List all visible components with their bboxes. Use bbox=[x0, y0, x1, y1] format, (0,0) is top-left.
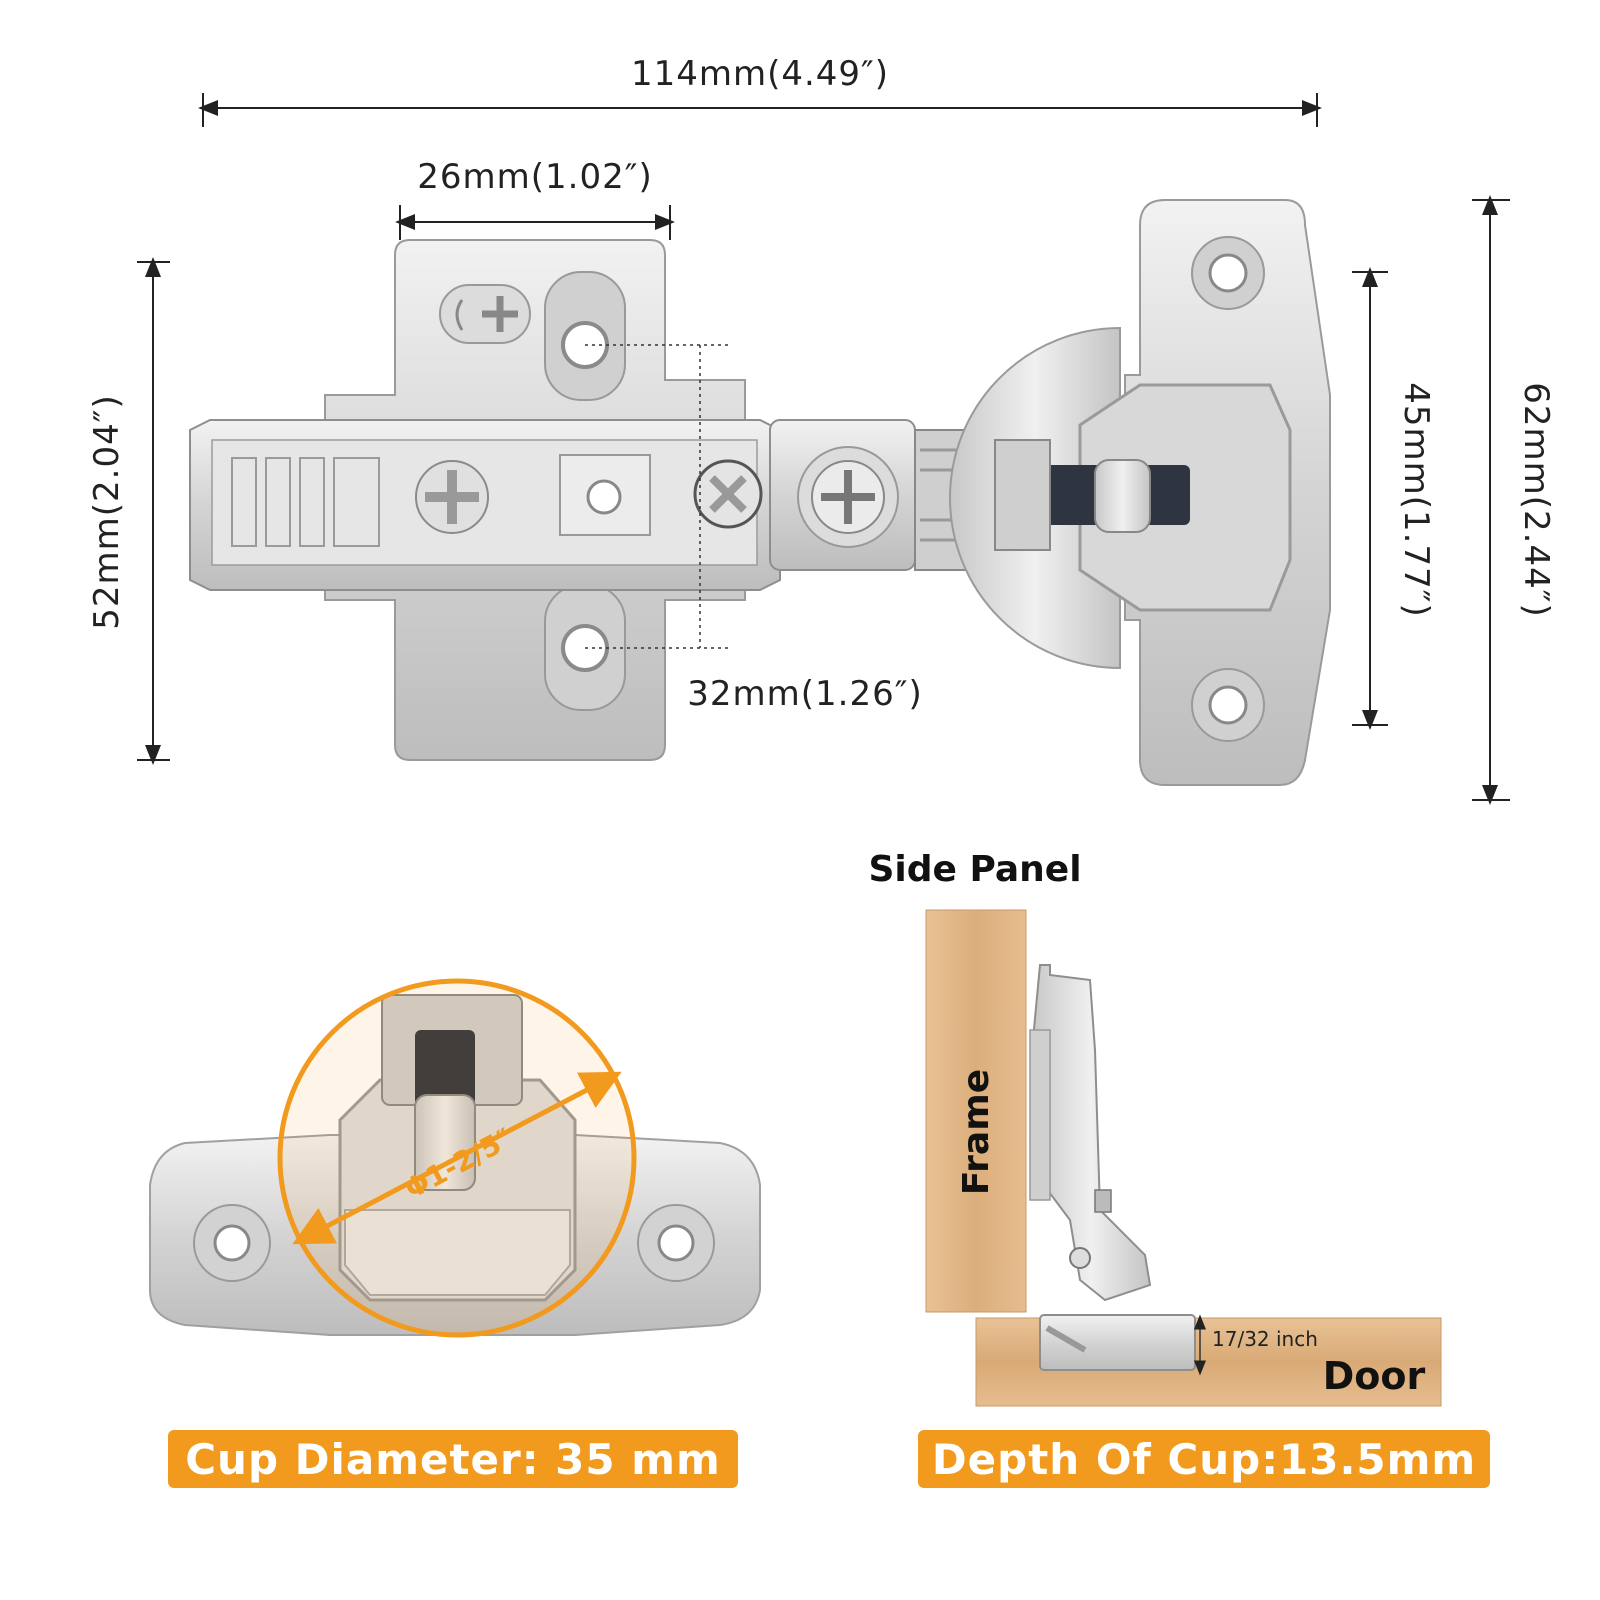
side-panel-label: Side Panel bbox=[868, 849, 1081, 890]
dimension-lines bbox=[137, 93, 1510, 805]
cup-diameter-arrow bbox=[292, 1071, 622, 1245]
arm-slot-hole bbox=[586, 479, 622, 515]
dim-total-length: 114mm(4.49″) bbox=[631, 54, 889, 94]
cup-depth-inch-label: 17/32 inch bbox=[1212, 1327, 1318, 1351]
hinge-side-adjust-screw bbox=[1094, 1189, 1112, 1213]
dim-plate-height: 52mm(2.04″) bbox=[87, 394, 127, 629]
dim-hole-spacing: 32mm(1.26″) bbox=[687, 674, 922, 714]
cup-plate-top-hole-inner bbox=[1208, 253, 1248, 293]
cup-detail: Φ1-2/5″ bbox=[149, 978, 761, 1338]
hinge-side-pin bbox=[1045, 1325, 1087, 1353]
hinge-side-cup bbox=[1039, 1314, 1196, 1371]
cup-diameter-banner: Cup Diameter: 35 mm bbox=[168, 1430, 738, 1488]
hinge-top-view bbox=[189, 199, 1331, 786]
cup-detail-left-hole bbox=[213, 1224, 251, 1262]
cam-screw-icon bbox=[439, 284, 531, 344]
cup-depth-banner: Depth Of Cup:13.5mm bbox=[918, 1430, 1490, 1488]
frame-board bbox=[925, 909, 1027, 1313]
depth-screw-icon bbox=[693, 459, 763, 529]
door-label: Door bbox=[1323, 1354, 1426, 1398]
cup-detail-right-hole bbox=[657, 1224, 695, 1262]
cup-plate-bottom-hole-inner bbox=[1208, 685, 1248, 725]
arm-screw-icon bbox=[415, 460, 489, 534]
arm-grip-slots bbox=[231, 457, 380, 547]
dim-cup-plate-height: 62mm(2.44″) bbox=[1516, 382, 1556, 617]
damper-piston bbox=[1094, 459, 1151, 533]
hinge-side-plate bbox=[1029, 1029, 1051, 1201]
hole-spacing-guides bbox=[585, 344, 730, 649]
dim-cup-inner-height: 45mm(1.77″) bbox=[1396, 382, 1436, 617]
frame-label: Frame bbox=[956, 1069, 997, 1195]
adjust-screw-icon bbox=[797, 446, 899, 548]
dim-plate-width: 26mm(1.02″) bbox=[417, 157, 652, 197]
cup-connector bbox=[994, 439, 1051, 551]
install-diagram: Side Panel Frame Door 17/32 inch bbox=[868, 849, 1442, 1407]
hinge-side-screw-icon bbox=[1069, 1247, 1091, 1269]
